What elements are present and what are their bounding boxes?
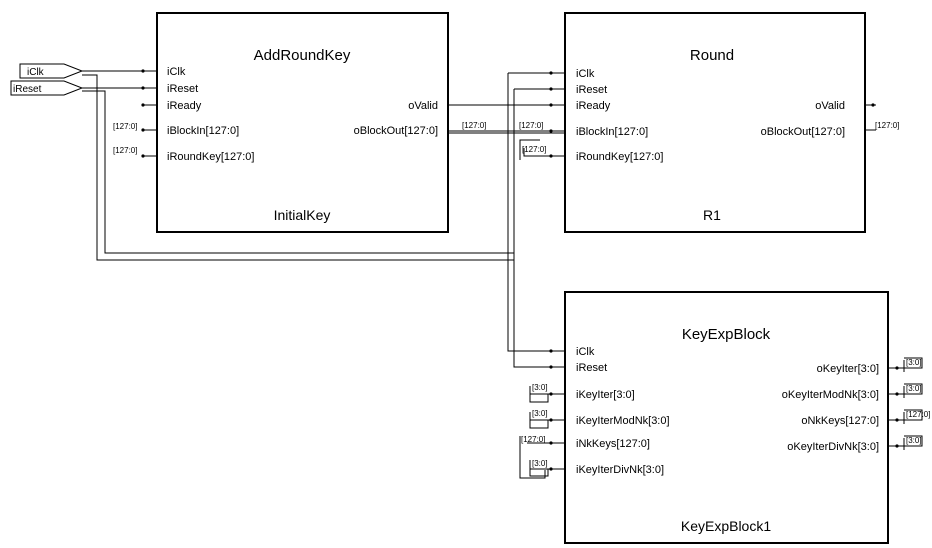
bus-label-nkkeys-in: [127:0] xyxy=(521,435,545,444)
add-round-key-port-iblockin: iBlockIn[127:0] xyxy=(167,125,239,137)
add-round-key-title: AddRoundKey xyxy=(254,47,351,64)
key-exp-port-okeyiterdivnk: oKeyIterDivNk[3:0] xyxy=(787,441,879,453)
add-round-key-port-iready: iReady xyxy=(167,100,202,112)
block-round[interactable]: Round R1 iClk iReset iReady iBlockIn[127… xyxy=(462,12,899,233)
bus-label-round-blockin: [127:0] xyxy=(519,121,543,130)
add-round-key-port-ireset: iReset xyxy=(167,83,198,95)
bus-label-keyiterdivnk-out: [3:0] xyxy=(906,436,922,445)
round-title: Round xyxy=(690,47,734,64)
round-port-iready: iReady xyxy=(576,100,611,112)
bus-label-round-blockout: [127:0] xyxy=(875,121,899,130)
bus-label-blockout: [127:0] xyxy=(462,121,486,130)
key-exp-port-ireset: iReset xyxy=(576,362,607,374)
round-port-iblockin: iBlockIn[127:0] xyxy=(576,126,648,138)
port-ireset[interactable]: iReset xyxy=(10,80,84,96)
add-round-key-port-ovalid: oValid xyxy=(408,100,438,112)
add-round-key-instance: InitialKey xyxy=(274,207,331,223)
key-exp-title: KeyExpBlock xyxy=(682,326,771,343)
add-round-key-port-oblockout: oBlockOut[127:0] xyxy=(354,125,438,137)
port-ireset-label: iReset xyxy=(13,84,42,95)
round-port-oblockout: oBlockOut[127:0] xyxy=(761,126,845,138)
key-exp-port-inkkeys: iNkKeys[127:0] xyxy=(576,438,650,450)
key-exp-port-ikeyiter: iKeyIter[3:0] xyxy=(576,389,635,401)
round-instance: R1 xyxy=(703,207,721,223)
wires xyxy=(82,70,923,479)
round-port-ireset: iReset xyxy=(576,84,607,96)
add-round-key-port-iclk: iClk xyxy=(167,66,186,78)
key-exp-port-onkkeys: oNkKeys[127:0] xyxy=(801,415,879,427)
bus-label-add-round-key-roundkey: [127:0] xyxy=(113,146,137,155)
block-add-round-key[interactable]: AddRoundKey InitialKey iClk iReset iRead… xyxy=(113,12,449,233)
port-iclk[interactable]: iClk xyxy=(19,63,84,79)
key-exp-port-okeyitermodnk: oKeyIterModNk[3:0] xyxy=(782,389,879,401)
key-exp-port-iclk: iClk xyxy=(576,346,595,358)
bus-label-keyiterdivnk-in: [3:0] xyxy=(532,459,548,468)
bus-label-keyitermodnk-out: [3:0] xyxy=(906,384,922,393)
key-exp-instance: KeyExpBlock1 xyxy=(681,518,771,534)
round-port-iclk: iClk xyxy=(576,68,595,80)
bus-label-keyiter-in: [3:0] xyxy=(532,383,548,392)
key-exp-port-okeyiter: oKeyIter[3:0] xyxy=(817,363,879,375)
round-port-ovalid: oValid xyxy=(815,100,845,112)
add-round-key-port-iroundkey: iRoundKey[127:0] xyxy=(167,151,254,163)
round-port-iroundkey: iRoundKey[127:0] xyxy=(576,151,663,163)
block-key-exp[interactable]: KeyExpBlock KeyExpBlock1 iClk iReset iKe… xyxy=(521,291,930,544)
bus-label-round-roundkey: [127:0] xyxy=(522,145,546,154)
bus-label-add-round-key-blockin: [127:0] xyxy=(113,122,137,131)
key-exp-port-ikeyiterdivnk: iKeyIterDivNk[3:0] xyxy=(576,464,664,476)
bus-label-keyiter-out: [3:0] xyxy=(906,358,922,367)
bus-label-keyitermodnk-in: [3:0] xyxy=(532,409,548,418)
key-exp-port-ikeyitermodnk: iKeyIterModNk[3:0] xyxy=(576,415,670,427)
port-iclk-label: iClk xyxy=(27,67,45,78)
bus-label-nkkeys-out: [127:0] xyxy=(906,410,930,419)
